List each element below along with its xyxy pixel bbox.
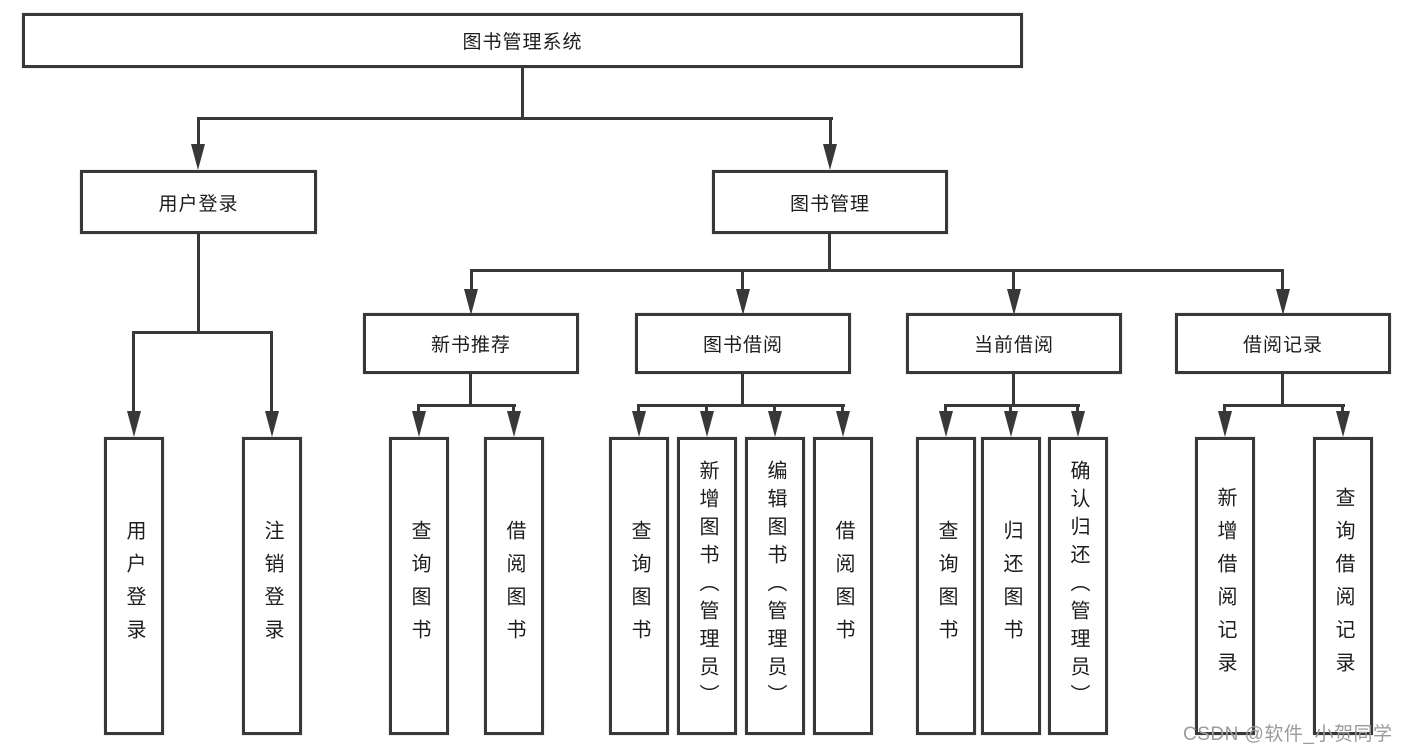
- leaf-user-login: 用户登录: [104, 437, 164, 735]
- connector-line: [470, 269, 1283, 272]
- arrow-down-icon: [1336, 411, 1350, 437]
- connector-line: [1012, 269, 1015, 293]
- connector-line: [829, 117, 832, 147]
- leaf-query-borrow-record: 查询借阅记录: [1313, 437, 1373, 735]
- connector-line: [1076, 404, 1079, 414]
- arrow-down-icon: [939, 411, 953, 437]
- connector-line: [705, 404, 708, 414]
- connector-line: [1012, 374, 1015, 407]
- leaf-query-books-3: 查询图书: [916, 437, 976, 735]
- leaf-add-borrow-record: 新增借阅记录: [1195, 437, 1255, 735]
- connector-line: [1341, 404, 1344, 414]
- connector-line: [521, 68, 524, 120]
- connector-line: [828, 234, 831, 272]
- leaf-edit-books-admin: 编辑图书（管理员）: [745, 437, 805, 735]
- connector-line: [132, 331, 273, 334]
- arrow-down-icon: [836, 411, 850, 437]
- connector-line: [1009, 404, 1012, 414]
- connector-line: [270, 331, 273, 413]
- arrow-down-icon: [265, 411, 279, 437]
- connector-line: [197, 234, 200, 334]
- arrow-down-icon: [632, 411, 646, 437]
- connector-line: [945, 404, 1080, 407]
- arrow-down-icon: [768, 411, 782, 437]
- leaf-add-books-admin: 新增图书（管理员）: [677, 437, 737, 735]
- connector-line: [773, 404, 776, 414]
- connector-line: [944, 404, 947, 414]
- node-current-borrow: 当前借阅: [906, 313, 1122, 374]
- leaf-borrow-books-1: 借阅图书: [484, 437, 544, 735]
- arrow-down-icon: [127, 411, 141, 437]
- node-book-borrow: 图书借阅: [635, 313, 851, 374]
- leaf-logout: 注销登录: [242, 437, 302, 735]
- connector-line: [197, 117, 833, 120]
- arrow-down-icon: [464, 289, 478, 315]
- connector-line: [132, 331, 135, 413]
- connector-line: [1224, 404, 1345, 407]
- leaf-query-books-1: 查询图书: [389, 437, 449, 735]
- node-new-book-recommend: 新书推荐: [363, 313, 579, 374]
- connector-line: [197, 117, 200, 147]
- arrow-down-icon: [700, 411, 714, 437]
- arrow-down-icon: [1218, 411, 1232, 437]
- arrow-down-icon: [1071, 411, 1085, 437]
- arrow-down-icon: [191, 144, 205, 170]
- connector-line: [741, 269, 744, 293]
- connector-line: [512, 404, 515, 414]
- node-borrow-records: 借阅记录: [1175, 313, 1391, 374]
- connector-line: [469, 374, 472, 407]
- connector-line: [418, 404, 516, 407]
- arrow-down-icon: [1276, 289, 1290, 315]
- arrow-down-icon: [507, 411, 521, 437]
- connector-line: [1281, 374, 1284, 407]
- connector-line: [470, 269, 473, 293]
- arrow-down-icon: [1007, 289, 1021, 315]
- leaf-confirm-return-admin: 确认归还（管理员）: [1048, 437, 1108, 735]
- connector-line: [417, 404, 420, 414]
- node-user-login: 用户登录: [80, 170, 317, 234]
- connector-line: [1223, 404, 1226, 414]
- arrow-down-icon: [412, 411, 426, 437]
- node-library-system: 图书管理系统: [22, 13, 1023, 68]
- csdn-watermark: CSDN @软件_小贺同学: [1183, 724, 1393, 745]
- leaf-query-books-2: 查询图书: [609, 437, 669, 735]
- leaf-return-books: 归还图书: [981, 437, 1041, 735]
- connector-line: [841, 404, 844, 414]
- arrow-down-icon: [823, 144, 837, 170]
- connector-line: [1281, 269, 1284, 293]
- arrow-down-icon: [736, 289, 750, 315]
- node-book-management: 图书管理: [712, 170, 948, 234]
- connector-line: [638, 404, 845, 407]
- connector-line: [637, 404, 640, 414]
- arrow-down-icon: [1004, 411, 1018, 437]
- leaf-borrow-books-2: 借阅图书: [813, 437, 873, 735]
- connector-line: [741, 374, 744, 407]
